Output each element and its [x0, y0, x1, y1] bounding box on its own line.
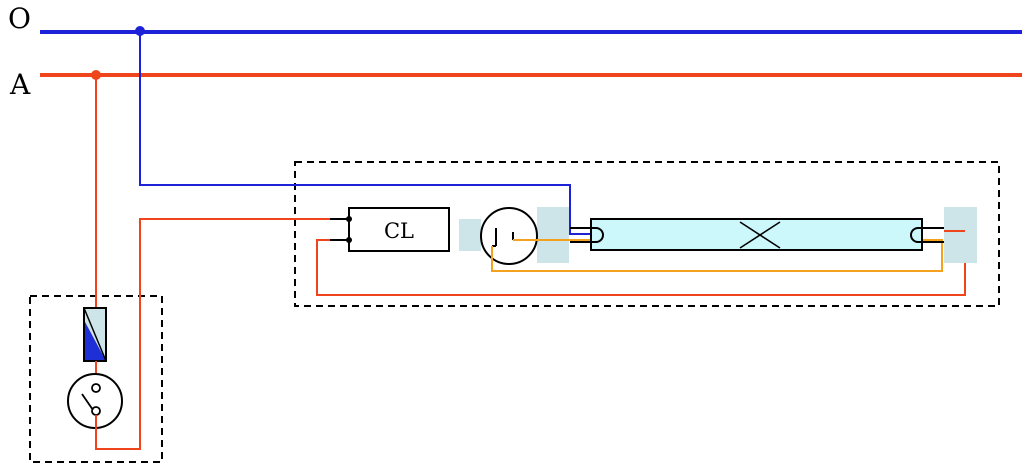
starter: [480, 207, 538, 265]
starter-left-pad: [459, 219, 481, 251]
fixture-box-outline: [294, 161, 1000, 307]
ballast: [330, 207, 450, 252]
left-filament: [570, 227, 604, 243]
ballast-return-wire: [316, 231, 966, 296]
neutral-feed-wire: [139, 31, 595, 235]
rail-label-o: O: [8, 2, 31, 35]
rail-label-a: A: [9, 68, 31, 101]
right-filament: [910, 227, 944, 243]
starter-to-right-filament-wire: [491, 239, 943, 272]
ballast-label: CL: [384, 219, 414, 243]
tube-right-pad: [944, 207, 977, 263]
tube-left-pad: [537, 207, 569, 263]
fuse: [83, 307, 107, 362]
switch-to-ballast-wire: [95, 218, 330, 450]
fluorescent-tube: [590, 218, 923, 251]
